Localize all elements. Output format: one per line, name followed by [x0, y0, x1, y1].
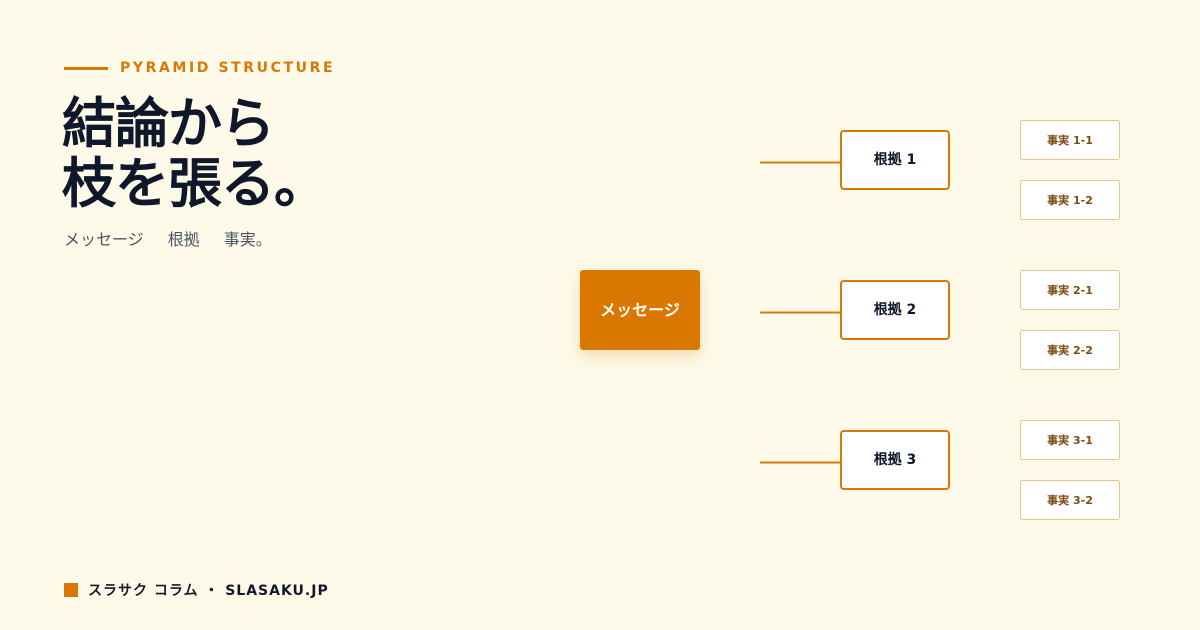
footer-logo-square — [64, 583, 78, 597]
fact-node-label-3-1: 事実 3-1 — [1047, 433, 1093, 447]
reason-node-1 — [840, 130, 950, 190]
fact-node-label-1-2: 事実 1-2 — [1047, 193, 1093, 207]
fact-node-3-1 — [1020, 420, 1120, 460]
fact-node-label-3-2: 事実 3-2 — [1047, 493, 1093, 507]
reason-node-label-1: 根拠 1 — [874, 151, 917, 168]
footer: スラサク コラム ・ SLASAKU.JP — [64, 580, 329, 600]
fact-node-1-1 — [1020, 120, 1120, 160]
eyebrow-rule — [64, 66, 108, 70]
subtitle-message: メッセージ — [64, 230, 144, 249]
subtitle: メッセージ 根拠 事実。 — [64, 226, 272, 250]
fact-node-label-2-1: 事実 2-1 — [1047, 283, 1093, 297]
fact-node-2-1 — [1020, 270, 1120, 310]
fact-node-2-2 — [1020, 330, 1120, 370]
footer-label: スラサク コラム ・ SLASAKU.JP — [88, 583, 329, 599]
fact-node-1-2 — [1020, 180, 1120, 220]
reason-node-label-3: 根拠 3 — [874, 451, 917, 468]
message-node-label: メッセージ — [600, 301, 680, 320]
reason-node-2 — [840, 280, 950, 340]
title-line-1: 結論から — [62, 92, 275, 155]
subtitle-fact: 事実。 — [223, 230, 272, 249]
reason-node-label-2: 根拠 2 — [874, 301, 917, 318]
title-line-2: 枝を張る。 — [62, 152, 328, 215]
reason-node-3 — [840, 430, 950, 490]
eyebrow-label: PYRAMID STRUCTURE — [120, 60, 336, 76]
fact-node-label-2-2: 事実 2-2 — [1047, 343, 1093, 357]
message-node — [580, 270, 700, 350]
subtitle-reason: 根拠 — [167, 230, 200, 249]
eyebrow: PYRAMID STRUCTURE — [64, 60, 335, 76]
fact-node-3-2 — [1020, 480, 1120, 520]
page-title: 結論から 枝を張る。 — [62, 92, 328, 215]
fact-node-label-1-1: 事実 1-1 — [1047, 133, 1093, 147]
